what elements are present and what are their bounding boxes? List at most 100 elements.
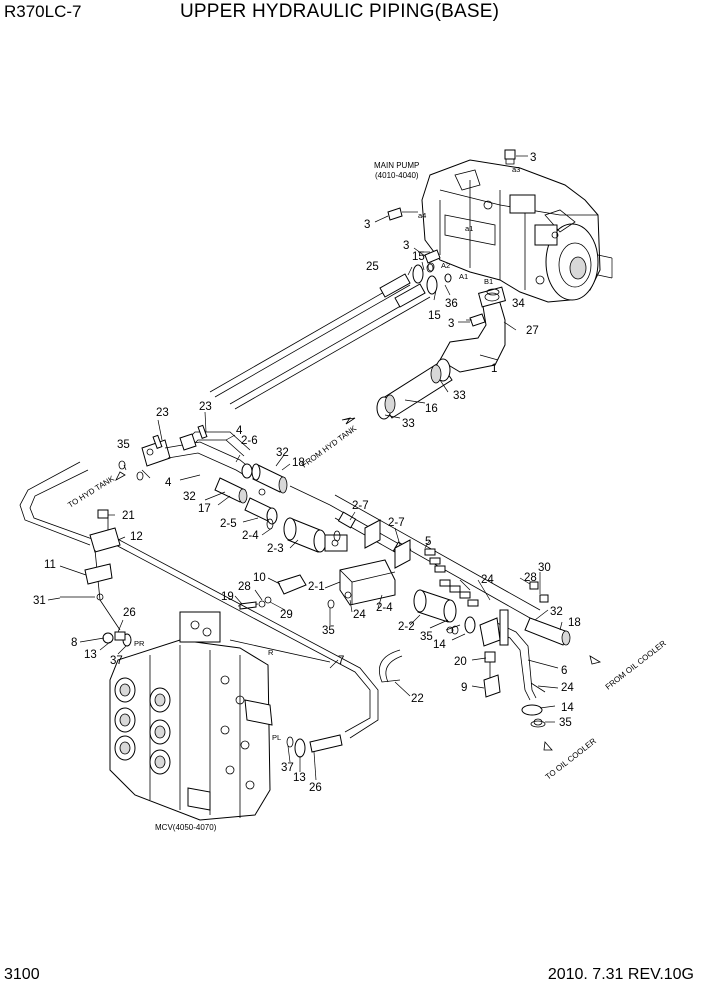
callout: 20 bbox=[454, 656, 467, 668]
main-pump-range: (4010-4040) bbox=[375, 171, 419, 180]
callout: 9 bbox=[461, 682, 467, 694]
callout: 11 bbox=[44, 559, 56, 571]
callout: 12 bbox=[130, 531, 143, 543]
from-hyd-tank-arrow bbox=[341, 417, 356, 425]
callout: 26 bbox=[309, 782, 322, 794]
callout: 2-4 bbox=[242, 530, 259, 542]
callout: 18 bbox=[568, 617, 581, 629]
port-mark: R bbox=[268, 648, 274, 657]
pilot-line bbox=[229, 639, 343, 758]
port-mark: a1 bbox=[465, 224, 473, 233]
callout: 30 bbox=[538, 562, 551, 574]
return-pipe-assembly bbox=[141, 411, 253, 479]
callout: 3 bbox=[403, 240, 409, 252]
callout: 2-6 bbox=[241, 435, 258, 447]
callout: 3 bbox=[448, 318, 454, 330]
callout: 3 bbox=[530, 152, 536, 164]
u-bolt bbox=[378, 649, 403, 683]
callout: 8 bbox=[71, 637, 77, 649]
callout: 36 bbox=[445, 298, 458, 310]
cooler-line-assembly bbox=[479, 609, 571, 728]
callout: 5 bbox=[425, 536, 431, 548]
to-oil-cooler-label: TO OIL COOLER bbox=[544, 736, 598, 781]
revision-date: 2010. 7.31 REV.10G bbox=[547, 966, 694, 983]
callout: 13 bbox=[84, 649, 97, 661]
callout: 15 bbox=[428, 310, 441, 322]
callout: 37 bbox=[110, 655, 123, 667]
callout: 35 bbox=[559, 717, 572, 729]
callout: 26 bbox=[123, 607, 136, 619]
main-pump bbox=[421, 159, 613, 303]
from-hyd-tank-label: FROM HYD TANK bbox=[300, 423, 359, 469]
port-mark: PL bbox=[272, 733, 281, 742]
adapter-fitting bbox=[251, 463, 331, 506]
callout: 1 bbox=[491, 363, 497, 375]
pipe-clamp-bracket bbox=[237, 574, 307, 610]
mcv-left-fitting bbox=[102, 631, 132, 647]
callout: 2-4 bbox=[376, 602, 393, 614]
mcv-label: MCV(4050-4070) bbox=[155, 823, 217, 832]
callout: 28 bbox=[238, 581, 251, 593]
callout: 23 bbox=[199, 401, 212, 413]
callout: 28 bbox=[524, 572, 537, 584]
callout: 37 bbox=[281, 762, 294, 774]
adapter-fitting bbox=[214, 477, 278, 525]
o-rings bbox=[118, 262, 543, 726]
callout: 23 bbox=[156, 407, 169, 419]
tank-return-lines bbox=[19, 461, 379, 739]
callout: 13 bbox=[293, 772, 306, 784]
callout: 33 bbox=[453, 390, 466, 402]
callout: 32 bbox=[276, 447, 289, 459]
callout: 14 bbox=[433, 639, 446, 651]
pressure-hoses bbox=[209, 263, 452, 410]
page-number: 3100 bbox=[4, 966, 40, 983]
callout: 2-1 bbox=[308, 581, 325, 593]
plug-fitting bbox=[504, 149, 528, 165]
callout: 4 bbox=[236, 425, 243, 437]
callout: 35 bbox=[420, 631, 433, 643]
check-valve-body bbox=[413, 589, 457, 623]
callout: 35 bbox=[117, 439, 130, 451]
model-code: R370LC-7 bbox=[4, 2, 82, 21]
callout: 2-7 bbox=[352, 500, 369, 512]
callout: 29 bbox=[280, 609, 293, 621]
callout: 3 bbox=[364, 219, 370, 231]
callout: 24 bbox=[561, 682, 574, 694]
callout: 32 bbox=[183, 491, 196, 503]
callout: 15 bbox=[412, 251, 425, 263]
callout: 2-2 bbox=[398, 621, 415, 633]
port-mark: A1 bbox=[459, 272, 468, 281]
callout: 4 bbox=[165, 477, 172, 489]
callout: 21 bbox=[122, 510, 135, 522]
callout: 6 bbox=[561, 665, 567, 677]
plug-fitting bbox=[458, 313, 486, 327]
callout: 10 bbox=[253, 572, 266, 584]
callout: 25 bbox=[366, 261, 379, 273]
callout: 16 bbox=[425, 403, 438, 415]
callout: 35 bbox=[322, 625, 335, 637]
manifold-pipe bbox=[329, 494, 541, 619]
callout: 2-5 bbox=[220, 518, 237, 530]
callout: 32 bbox=[550, 606, 563, 618]
port-mark: B1 bbox=[484, 277, 493, 286]
callout: 24 bbox=[353, 609, 366, 621]
callout: 19 bbox=[221, 591, 234, 603]
plug-fitting bbox=[374, 207, 418, 223]
from-oil-cooler-label: FROM OIL COOLER bbox=[604, 639, 668, 692]
small-fittings bbox=[446, 581, 549, 634]
manifold-block bbox=[339, 559, 396, 606]
nipple-fittings bbox=[424, 548, 479, 607]
to-oil-cooler-arrow bbox=[543, 741, 553, 751]
callout: 34 bbox=[512, 298, 525, 310]
callout: 22 bbox=[411, 693, 424, 705]
main-pump-label: MAIN PUMP bbox=[374, 161, 419, 170]
to-hyd-tank-arrow bbox=[115, 471, 126, 481]
callout: 24 bbox=[481, 574, 494, 586]
callout: 18 bbox=[292, 457, 305, 469]
callout: 27 bbox=[526, 325, 539, 337]
leader-lines bbox=[47, 251, 563, 781]
to-hyd-tank-label: TO HYD TANK bbox=[66, 474, 116, 510]
main-control-valve bbox=[109, 611, 273, 821]
callout: 31 bbox=[33, 595, 46, 607]
